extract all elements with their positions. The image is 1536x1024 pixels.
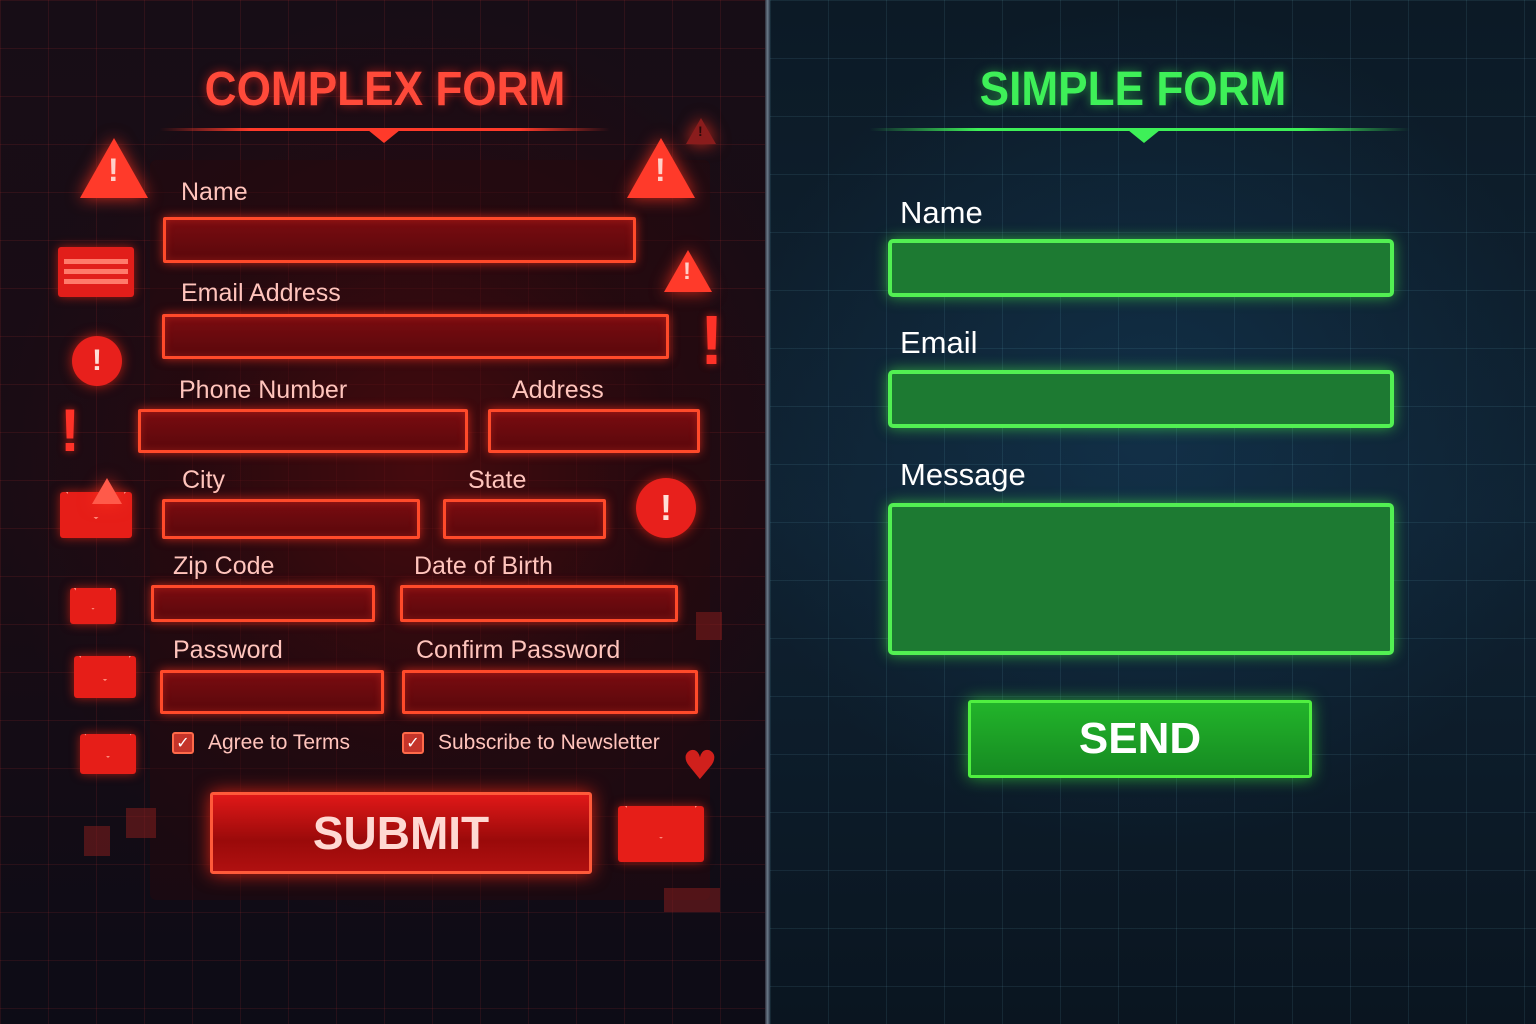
title-underline: [160, 128, 610, 131]
title-pointer: [368, 130, 400, 143]
alert-circle-icon: !: [636, 478, 696, 538]
exclamation-icon: !: [60, 397, 80, 464]
name-label: Name: [900, 195, 983, 230]
state-label: State: [468, 466, 527, 494]
agree-terms-label: Agree to Terms: [208, 731, 351, 754]
date-of-birth-input[interactable]: [400, 585, 678, 622]
decorative-square: [84, 826, 110, 856]
state-input[interactable]: [443, 499, 606, 539]
confirm-password-input[interactable]: [402, 670, 698, 714]
city-input[interactable]: [162, 499, 420, 539]
email-address-input[interactable]: [162, 314, 669, 359]
heart-icon: ♥: [682, 743, 718, 789]
chat-bubble-icon: [80, 734, 136, 774]
email-address-label: Email Address: [181, 279, 341, 307]
document-icon: [70, 588, 116, 624]
title-underline: [870, 128, 1410, 131]
password-label: Password: [173, 636, 283, 664]
name-input[interactable]: [888, 239, 1394, 297]
name-label: Name: [181, 178, 248, 206]
name-input[interactable]: [163, 217, 636, 263]
phone-number-label: Phone Number: [179, 376, 348, 404]
warning-triangle-icon: !: [664, 250, 712, 292]
title-pointer: [1128, 130, 1160, 143]
menu-list-icon: [58, 247, 134, 297]
decorative-square: [126, 808, 156, 838]
subscribe-newsletter-label: Subscribe to Newsletter: [438, 731, 660, 754]
date-of-birth-label: Date of Birth: [414, 552, 553, 580]
exclamation-icon: !: [700, 301, 724, 379]
message-textarea[interactable]: [888, 503, 1394, 655]
alert-circle-icon: !: [72, 336, 122, 386]
panel-divider: [765, 0, 770, 1024]
zip-code-input[interactable]: [151, 585, 375, 622]
email-input[interactable]: [888, 370, 1394, 428]
simple-form-panel: SIMPLE FORM Name Email Message SEND: [770, 0, 1536, 1024]
decorative-square: [664, 888, 720, 912]
password-input[interactable]: [160, 670, 384, 714]
complex-form-title: COMPLEX FORM: [204, 63, 566, 116]
zip-code-label: Zip Code: [173, 552, 275, 580]
address-input[interactable]: [488, 409, 700, 453]
confirm-password-label: Confirm Password: [416, 636, 621, 664]
envelope-icon: [618, 806, 704, 862]
decorative-square: [696, 612, 722, 640]
address-label: Address: [512, 376, 604, 404]
envelope-icon: [74, 656, 136, 698]
warning-triangle-icon: [92, 478, 122, 504]
subscribe-newsletter-checkbox[interactable]: ✓: [402, 732, 424, 754]
message-label: Message: [900, 457, 1026, 492]
simple-form-title: SIMPLE FORM: [979, 63, 1287, 116]
agree-terms-checkbox[interactable]: ✓: [172, 732, 194, 754]
email-label: Email: [900, 325, 978, 360]
submit-button[interactable]: SUBMIT: [210, 792, 592, 874]
phone-number-input[interactable]: [138, 409, 468, 453]
warning-triangle-icon: !: [686, 118, 716, 144]
send-button[interactable]: SEND: [968, 700, 1312, 778]
city-label: City: [182, 466, 226, 494]
complex-form-panel: COMPLEX FORM ! ! ! ! ! ! ! ! ♥ Name Emai…: [0, 0, 766, 1024]
warning-triangle-icon: !: [627, 138, 695, 198]
warning-triangle-icon: !: [80, 138, 148, 198]
